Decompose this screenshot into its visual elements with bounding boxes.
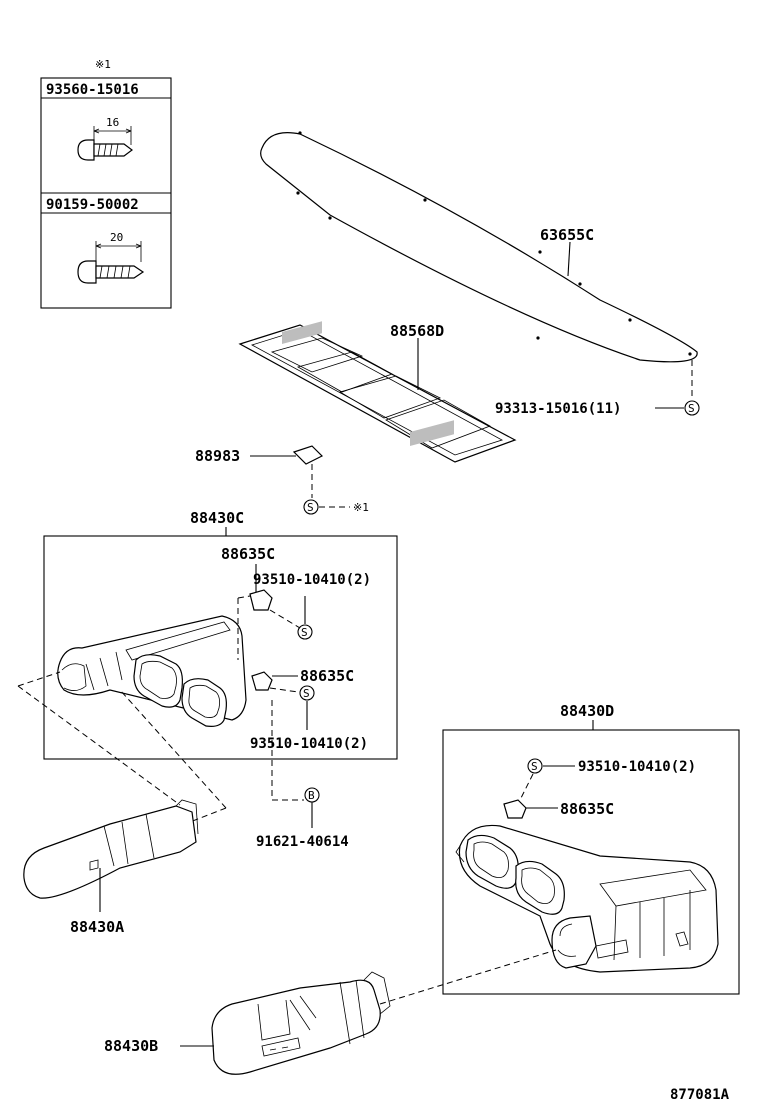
figure-id: 877081A — [670, 1087, 730, 1103]
tapping-screw-icon: 20 — [77, 231, 145, 284]
screw-symbol-letter: S — [307, 501, 314, 514]
package-tray-trim: 63655C — [260, 131, 698, 398]
legend-mark: ※1 — [95, 58, 111, 71]
bolt-91621: B 91621-40614 — [256, 787, 349, 850]
callout-88983: 88983 — [195, 447, 240, 465]
callout-88430a: 88430A — [70, 918, 124, 936]
callout-88635c: 88635C — [221, 545, 275, 563]
screw-symbol-letter: S — [303, 687, 310, 700]
screw-symbol: S — [684, 400, 700, 416]
callout-88635c: 88635C — [560, 800, 614, 818]
dimension-label: 20 — [110, 231, 123, 244]
bolt-symbol-letter: B — [308, 789, 315, 802]
duct-assembly-88430c: 88430C 88635C S 93510-10410(2) 88635C S … — [43, 509, 398, 800]
callout-91621-40614: 91621-40614 — [256, 834, 349, 850]
callout-88430b: 88430B — [104, 1037, 158, 1055]
callout-88430d: 88430D — [560, 702, 614, 720]
tapping-screw-icon: 16 — [77, 116, 133, 161]
callout-93510-10410: 93510-10410(2) — [253, 572, 371, 588]
callout-63655c: 63655C — [540, 226, 594, 244]
screw-symbol-letter: S — [301, 626, 308, 639]
callout-93313-15016: 93313-15016(11) — [495, 401, 621, 417]
callout-88568d: 88568D — [390, 322, 444, 340]
legend-part-no: 93560-15016 — [46, 82, 139, 98]
callout-93510-10410: 93510-10410(2) — [578, 759, 696, 775]
callout-93510-10410: 93510-10410(2) — [250, 736, 368, 752]
fastener-legend: ※1 93560-15016 90159-50002 16 20 — [40, 58, 172, 309]
dimension-label: 16 — [106, 116, 119, 129]
callout-88635c: 88635C — [300, 667, 354, 685]
clip-88983: 88983 S ※1 — [195, 445, 369, 515]
duct-88430b: 88430B — [104, 971, 391, 1075]
screw-symbol-letter: S — [531, 760, 538, 773]
callout-88430c: 88430C — [190, 509, 244, 527]
screw-symbol-letter: S — [688, 402, 695, 415]
reference-mark: ※1 — [353, 501, 369, 514]
duct-assembly-88430d: 88430D S 93510-10410(2) 88635C — [442, 702, 740, 995]
duct-88430a: 88430A — [23, 799, 199, 936]
legend-part-no: 90159-50002 — [46, 197, 139, 213]
speaker-grille: 88568D — [238, 321, 517, 463]
